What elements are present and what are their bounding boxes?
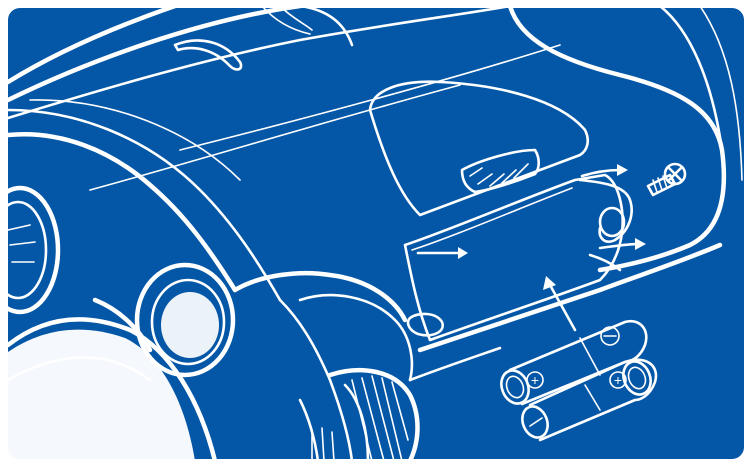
plus-symbol: + (531, 372, 539, 388)
plus-symbol: + (614, 372, 622, 388)
